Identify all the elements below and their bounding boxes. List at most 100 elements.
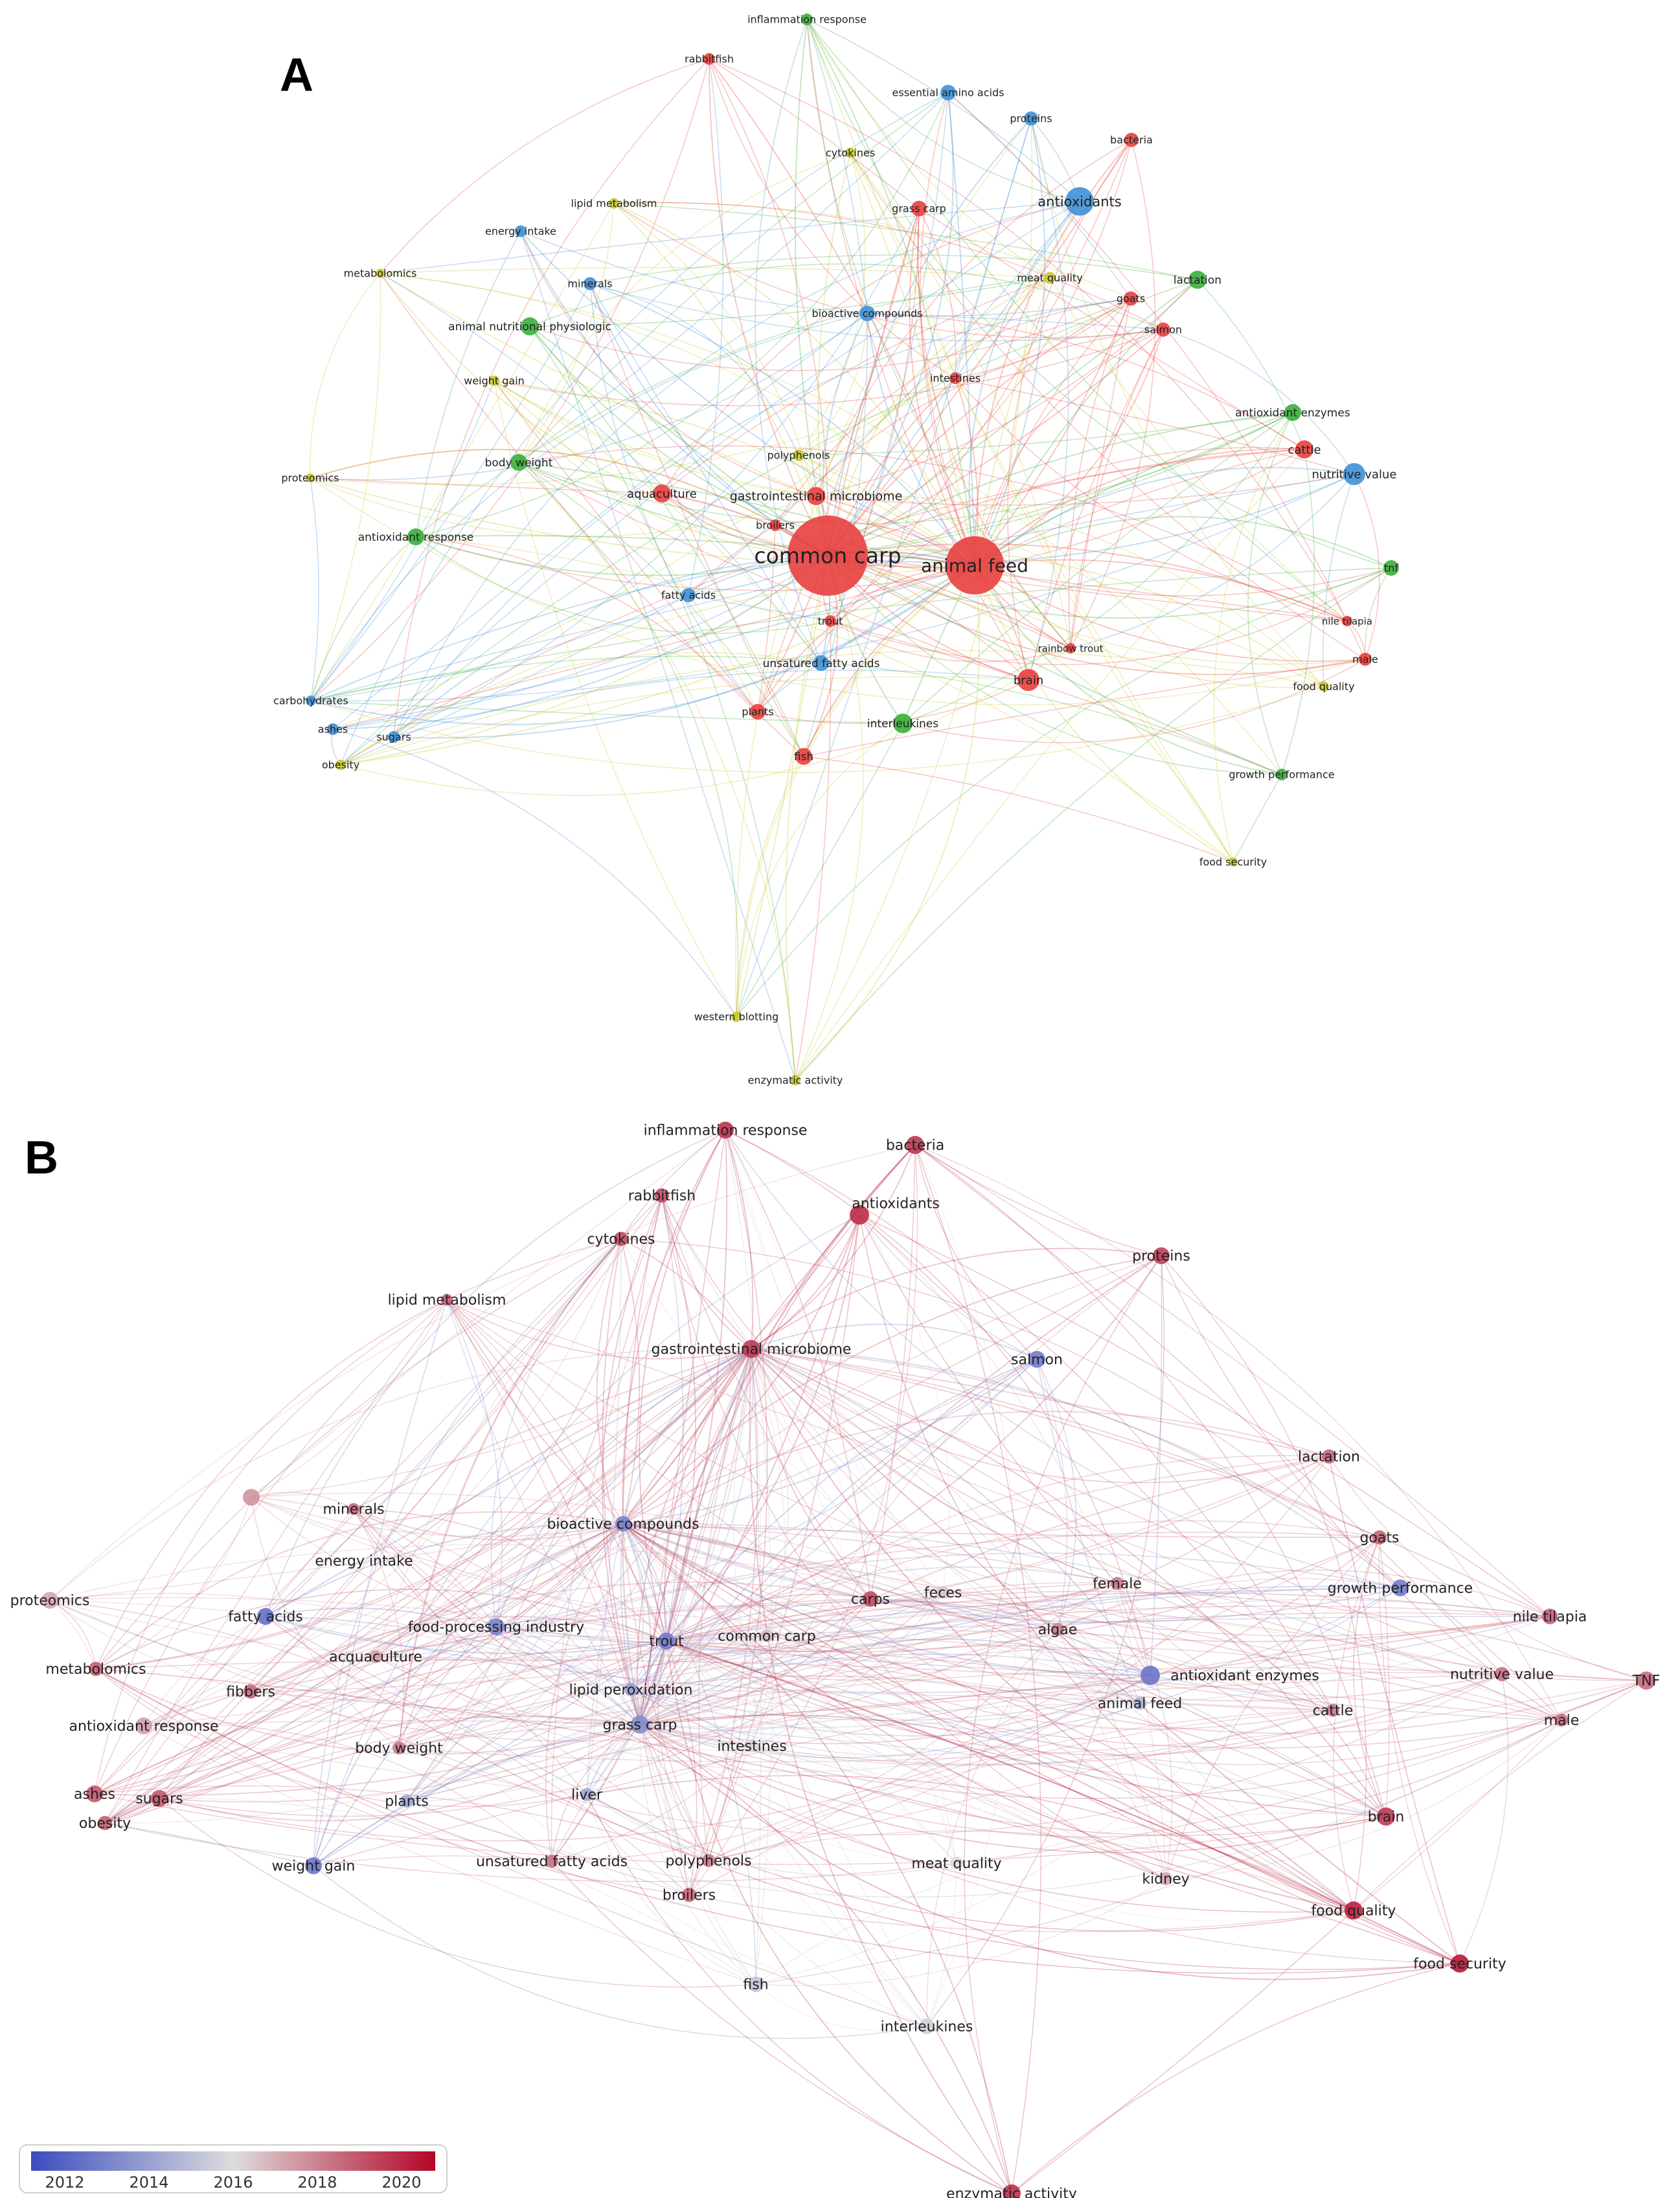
panel-a-edge — [736, 555, 828, 1017]
panel-b-label-energy-intake: energy intake — [315, 1554, 413, 1570]
panel-b-edge — [666, 1635, 767, 1651]
panel-a-edge — [310, 273, 381, 479]
panel-b-label-grass-carp: grass carp — [603, 1717, 677, 1734]
panel-a-node-energy-intake — [515, 225, 527, 237]
panel-b-edge — [1057, 1629, 1166, 1879]
panel-b-edge — [751, 1348, 1380, 1538]
panel-b-edge — [353, 1508, 624, 1541]
panel-b-label-fibbers: fibbers — [226, 1684, 275, 1701]
panel-b-edge — [94, 1238, 622, 1795]
panel-b-edge — [143, 1725, 756, 1985]
panel-a-edge — [589, 283, 1164, 342]
panel-a-label-metabolomics: metabolomics — [344, 267, 417, 280]
panel-b-edge — [49, 1600, 251, 1692]
panel-b-label-intestines: intestines — [717, 1739, 786, 1755]
panel-a-label-salmon: salmon — [1144, 324, 1182, 336]
panel-a-edge — [380, 273, 828, 556]
panel-b-edge — [751, 1323, 1038, 1360]
panel-b-node-fish — [748, 1977, 764, 1992]
panel-b-edge — [159, 1348, 752, 1799]
panel-a-node-tnf — [1383, 560, 1399, 576]
panel-b-label-feces: feces — [924, 1585, 962, 1602]
panel-b-edge — [859, 1214, 1354, 1911]
panel-a-edge — [827, 555, 1392, 619]
panel-b-node-energy-intake — [243, 1489, 260, 1506]
panel-b-edge — [94, 1532, 1380, 1795]
panel-a-label-cattle: cattle — [1288, 443, 1321, 457]
panel-b-edge — [639, 1714, 1354, 1911]
panel-a-node-goats — [1124, 291, 1138, 306]
panel-b-edge — [725, 1129, 957, 1864]
panel-b-edge — [490, 1238, 622, 1627]
panel-a-edge — [310, 283, 591, 701]
panel-a-edge — [827, 555, 1348, 622]
panel-b-node-growth-performance — [1392, 1580, 1409, 1596]
panel-b-edge — [664, 1348, 752, 1642]
panel-a-edge — [332, 729, 737, 1017]
panel-a-nodes: inflammation responserabbitfishessential… — [273, 14, 1399, 1087]
panel-b-edge — [666, 1640, 1012, 2194]
panel-a-node-ashes — [327, 723, 339, 735]
panel-b-edge — [639, 1348, 752, 1725]
panel-a-label-tnf: tnf — [1384, 562, 1398, 574]
panel-b-edge — [250, 1238, 622, 1692]
panel-b-label-tnf: TNF — [1632, 1673, 1661, 1690]
panel-b-edge — [1328, 1456, 1647, 1681]
panel-a-edge — [795, 565, 980, 1081]
panel-b-edge — [942, 1582, 1118, 1593]
panel-b-edge — [353, 1508, 667, 1642]
panel-b-edge — [622, 1523, 1562, 1721]
panel-a-edge — [827, 449, 1305, 556]
panel-b-edge — [639, 1598, 871, 1725]
panel-a-edge — [974, 298, 1131, 566]
panel-a-node-male — [1359, 653, 1372, 666]
panel-b-node-cytokines — [614, 1232, 628, 1246]
panel-b-edge — [551, 1724, 641, 1862]
panel-b-label-weight-gain: weight gain — [272, 1859, 356, 1875]
panel-b-edge — [143, 1640, 667, 1727]
panel-a-node-essential-amino-acids — [940, 85, 956, 100]
panel-a-label-male: male — [1352, 653, 1378, 666]
panel-a-edge — [589, 283, 804, 757]
panel-b-edge — [666, 1640, 1562, 1749]
panel-b-edge — [622, 1523, 944, 1593]
panel-a-edge — [806, 19, 868, 314]
panel-b-edge — [870, 1598, 957, 1864]
panel-a-edge — [589, 283, 758, 712]
panel-a-edge — [798, 201, 1080, 456]
panel-b-edge — [708, 1830, 1354, 1911]
panel-b-edge — [1139, 1703, 1354, 1911]
panel-b-node-food-quality — [1345, 1901, 1363, 1920]
panel-b-edge — [495, 1348, 752, 1627]
panel-b-edge — [666, 1640, 1141, 1704]
panel-b-edge — [666, 1640, 1166, 1879]
panel-a-label-body-weight: body weight — [485, 457, 553, 470]
panel-b-edge — [265, 1129, 726, 1617]
panel-b-edge — [375, 1626, 497, 1658]
panel-b-edge — [95, 1348, 752, 1670]
panel-a-edge — [494, 380, 828, 556]
panel-a-edge — [310, 567, 1392, 701]
panel-a-edge — [827, 473, 1355, 563]
panel-a-node-proteins — [1024, 111, 1038, 126]
panel-a-edge — [310, 473, 1355, 702]
panel-b-edge — [666, 1587, 1401, 1642]
panel-a-node-rabbitfish — [703, 53, 715, 65]
panel-b-edge — [265, 1523, 624, 1617]
panel-b-edge — [94, 1724, 641, 1796]
panel-a-edge — [827, 118, 1032, 556]
panel-a-label-lactation: lactation — [1174, 274, 1221, 287]
panel-b-edge — [446, 1299, 641, 1725]
panel-b-edge — [725, 1129, 871, 1600]
panel-b-edge — [265, 1616, 1550, 1694]
panel-b-label-antioxidant-enzymes: antioxidant enzymes — [1170, 1668, 1319, 1684]
panel-b-edge — [586, 1238, 622, 1795]
panel-b-edge — [622, 1348, 752, 1524]
panel-b-node-algae — [1051, 1623, 1064, 1636]
panel-b-edge — [751, 1348, 786, 1747]
panel-b-edge — [755, 1719, 1562, 1985]
panel-b-edge — [250, 1348, 752, 1692]
panel-b-edge — [251, 1497, 624, 1537]
panel-b-edge — [398, 1667, 1503, 1749]
panel-b-node-plants — [400, 1795, 413, 1807]
